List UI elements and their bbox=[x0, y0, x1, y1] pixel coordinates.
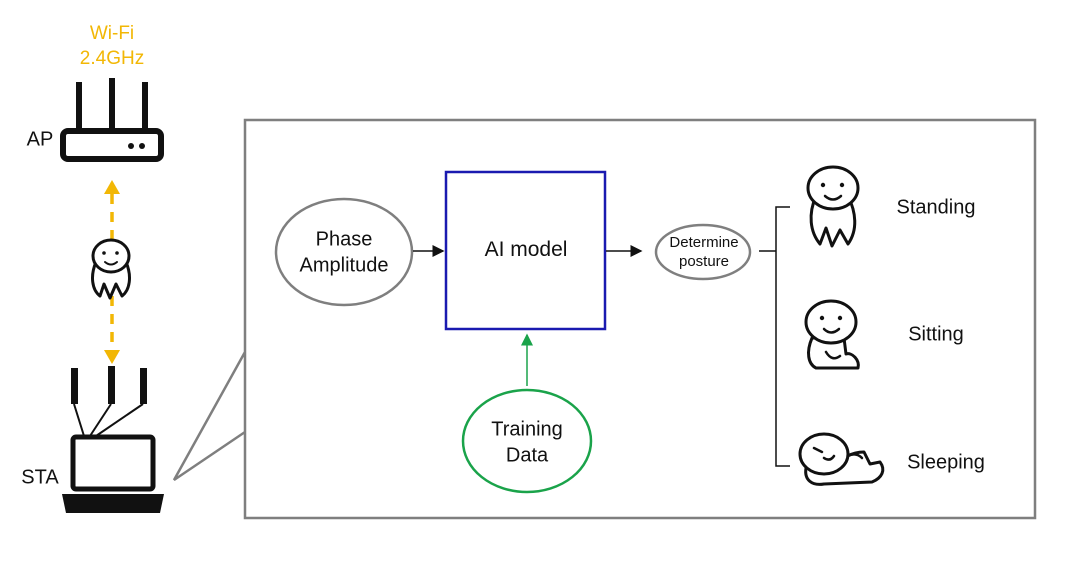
posture-sitting-label: Sitting bbox=[908, 323, 964, 346]
sitting-person-icon bbox=[804, 299, 860, 370]
ai-model-label: AI model bbox=[484, 238, 568, 261]
ai-model-box bbox=[444, 170, 607, 331]
posture-sleeping-label: Sleeping bbox=[907, 451, 985, 474]
training-data-oval bbox=[461, 388, 593, 494]
posture-bracket bbox=[759, 206, 790, 467]
ap-label: AP bbox=[26, 128, 54, 151]
wifi-band-label-line1: Wi-Fi bbox=[89, 23, 135, 44]
sleeping-person-icon bbox=[798, 432, 885, 486]
wifi-signal-arrows bbox=[104, 180, 120, 364]
input-signal-oval bbox=[274, 197, 414, 307]
training-label-line2: Data bbox=[505, 444, 549, 467]
determine-posture-oval bbox=[654, 223, 752, 281]
training-label-line1: Training bbox=[491, 418, 563, 441]
determine-label-line2: posture bbox=[678, 253, 730, 270]
router-icon bbox=[60, 78, 164, 162]
laptop-icon bbox=[62, 366, 164, 513]
determine-label-line1: Determine bbox=[669, 234, 739, 251]
input-amplitude-label: Amplitude bbox=[299, 254, 389, 277]
person-icon bbox=[91, 238, 131, 300]
posture-standing-label: Standing bbox=[896, 196, 976, 219]
sta-label: STA bbox=[21, 466, 59, 489]
standing-person-icon bbox=[806, 165, 860, 248]
wifi-band-label-line2: 2.4GHz bbox=[79, 48, 145, 69]
input-phase-label: Phase bbox=[315, 228, 373, 251]
